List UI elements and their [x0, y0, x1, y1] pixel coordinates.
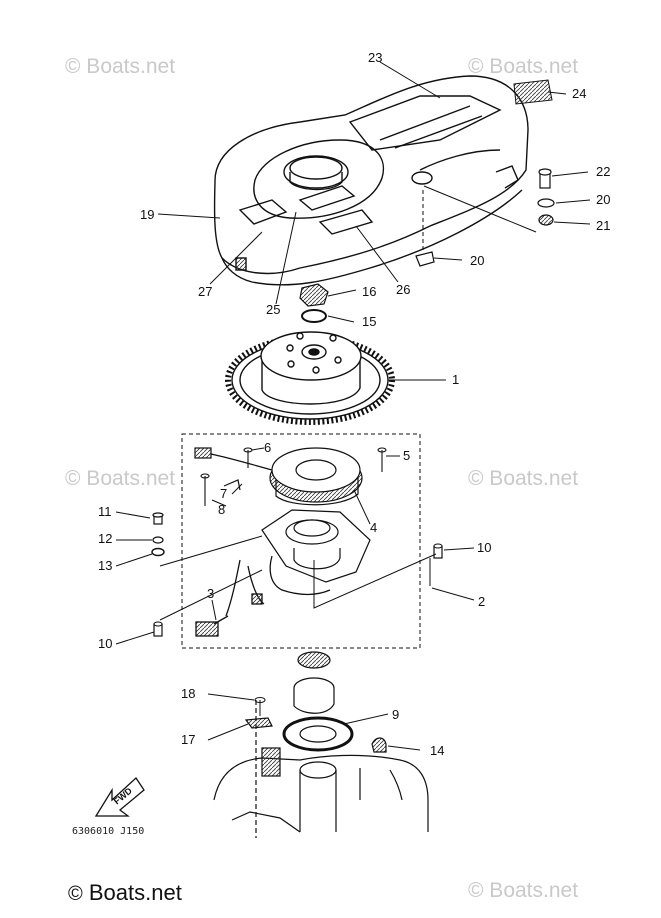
callout-19: 19 — [140, 207, 154, 222]
callout-11: 11 — [98, 504, 112, 519]
watermark-text: © Boats.net — [468, 467, 578, 490]
watermark-text: © Boats.net — [468, 55, 578, 78]
callout-20-lower: 20 — [470, 253, 484, 268]
callout-27: 27 — [198, 284, 212, 299]
callout-15: 15 — [362, 314, 376, 329]
washer-12 — [152, 536, 164, 544]
assembly-2-frame — [181, 433, 421, 649]
callout-18: 18 — [181, 686, 195, 701]
stator-lead — [194, 447, 273, 471]
callout-10-left: 10 — [98, 636, 112, 651]
grommet-20 — [415, 251, 435, 267]
screw-8 — [200, 473, 210, 506]
washer-20 — [537, 198, 555, 208]
copyright-symbol: © — [68, 883, 83, 905]
crankcase — [213, 700, 429, 838]
wire-harness-3 — [195, 555, 331, 637]
bolt-11 — [152, 512, 164, 525]
callout-20-right: 20 — [596, 192, 610, 207]
callout-8: 8 — [218, 502, 225, 517]
leader-lines — [115, 61, 591, 751]
bolt-22 — [538, 168, 552, 189]
bolt-18 — [254, 697, 266, 716]
callout-17: 17 — [181, 732, 195, 747]
washer-15 — [301, 309, 327, 323]
watermark-text: © Boats.net — [65, 467, 175, 490]
callouts: 1 2 3 4 5 6 7 8 9 10 10 11 12 13 14 15 1… — [98, 50, 610, 758]
callout-2: 2 — [478, 594, 485, 609]
diagram-code: 6306010 J150 — [72, 826, 144, 837]
fwd-arrow-icon: FWD — [94, 777, 145, 817]
footer-brand: © Boats.net — [68, 880, 182, 906]
callout-5: 5 — [403, 448, 410, 463]
screw-6 — [243, 447, 253, 468]
washer-13 — [151, 547, 165, 557]
watermark-text: © Boats.net — [468, 879, 578, 902]
callout-24: 24 — [572, 86, 586, 101]
watermark-text: © Boats.net — [65, 55, 175, 78]
callout-23: 23 — [368, 50, 382, 65]
callout-12: 12 — [98, 531, 112, 546]
decal-24 — [513, 79, 553, 105]
callout-13: 13 — [98, 558, 112, 573]
bracket-17 — [244, 717, 273, 729]
pulser-base — [261, 509, 371, 583]
callout-7: 7 — [220, 486, 227, 501]
callout-22: 22 — [596, 164, 610, 179]
callout-26: 26 — [396, 282, 410, 297]
callout-4: 4 — [370, 520, 377, 535]
key-14 — [371, 737, 387, 753]
stator — [269, 447, 363, 506]
screw-5 — [377, 447, 387, 472]
callout-16: 16 — [362, 284, 376, 299]
brand-name: Boats.net — [88, 880, 182, 905]
grommet-21 — [538, 214, 554, 226]
flywheel — [225, 331, 395, 425]
callout-3: 3 — [207, 586, 214, 601]
callout-25: 25 — [266, 302, 280, 317]
callout-6: 6 — [264, 440, 271, 455]
callout-21: 21 — [596, 218, 610, 233]
timing-plate-9 — [282, 651, 354, 752]
alignment-lines — [159, 535, 437, 621]
callout-14: 14 — [430, 743, 444, 758]
callout-10-right: 10 — [477, 540, 491, 555]
callout-9: 9 — [392, 707, 399, 722]
callout-1: 1 — [452, 372, 459, 387]
dowel-pin-10-left — [153, 621, 163, 637]
nut-16 — [299, 283, 329, 307]
watermarks: © Boats.net © Boats.net © Boats.net © Bo… — [65, 55, 578, 902]
dowel-pin-10-right — [433, 543, 443, 559]
